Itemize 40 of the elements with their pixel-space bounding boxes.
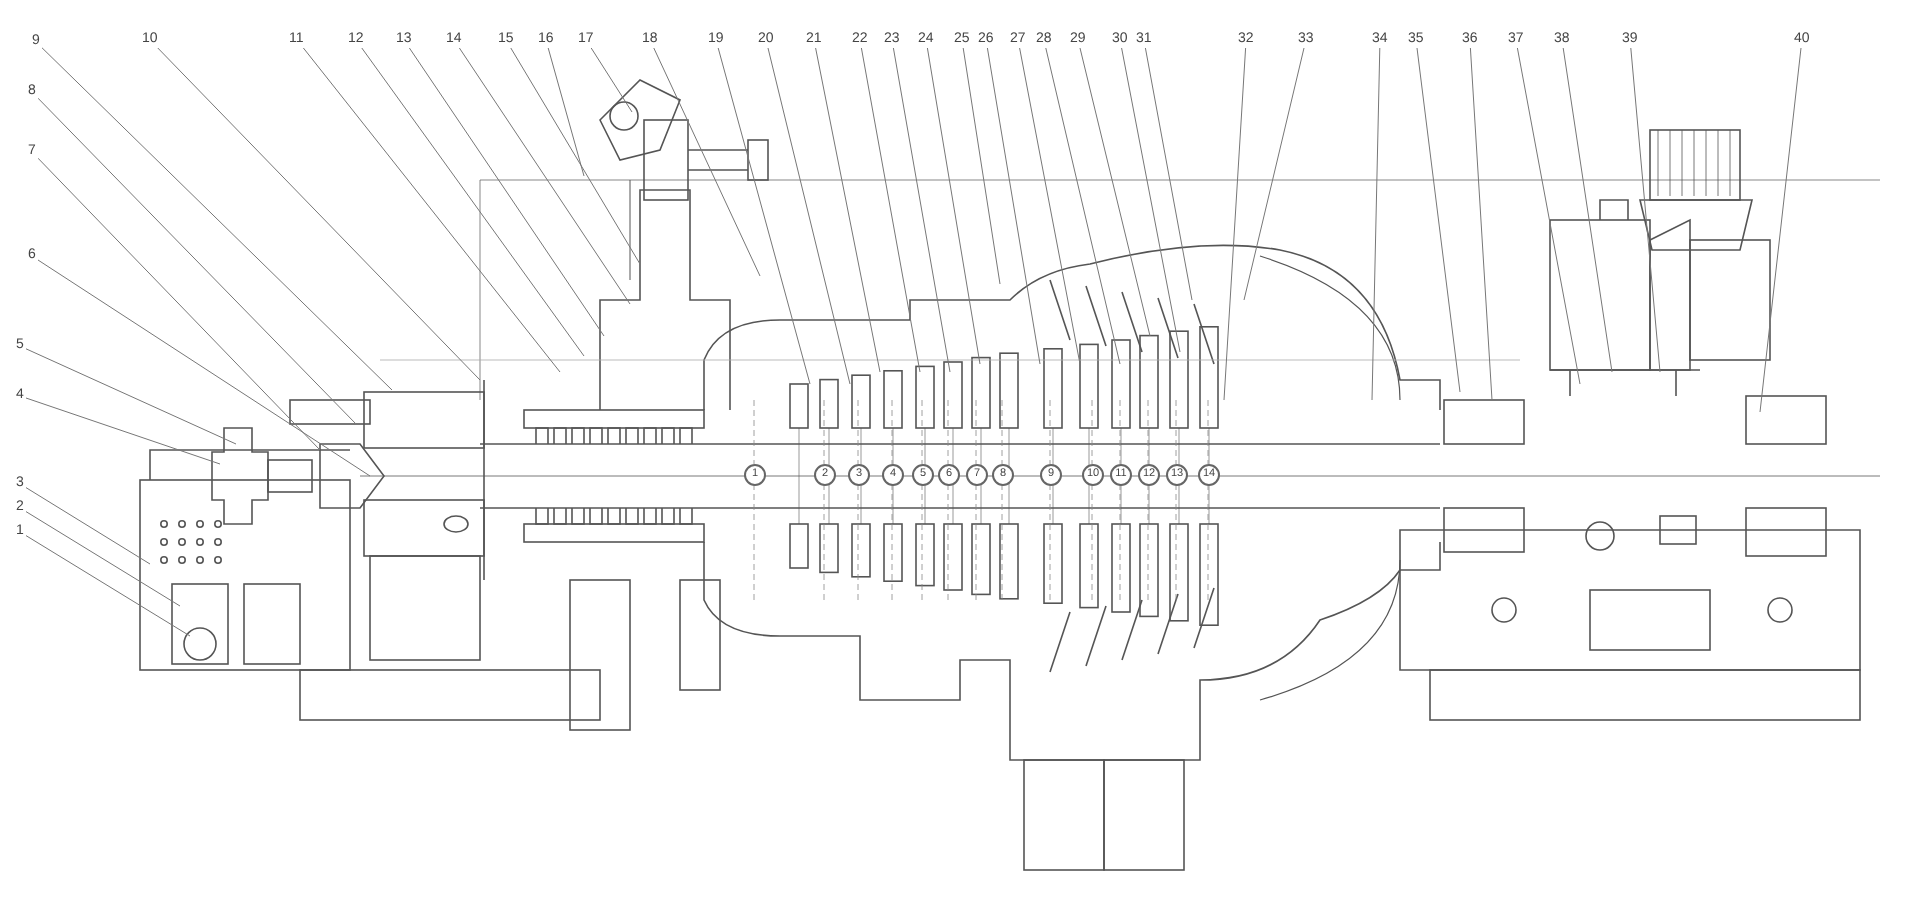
leader-line: [157, 47, 481, 381]
leader-line: [1121, 47, 1181, 353]
leader-line: [1416, 47, 1461, 393]
leader-line: [926, 47, 981, 365]
leader-line: [590, 47, 633, 113]
leader-line: [547, 47, 585, 177]
leader-line: [1223, 47, 1247, 401]
leader-line: [892, 47, 951, 373]
leader-line: [653, 47, 761, 277]
leader-line: [408, 47, 605, 337]
leader-line: [361, 47, 585, 357]
leader-line: [962, 47, 1001, 285]
leader-line: [1144, 47, 1193, 301]
leader-line: [1469, 47, 1493, 401]
leader-line: [25, 511, 181, 607]
leader-line: [25, 348, 237, 445]
leader-line: [860, 47, 921, 373]
leader-line: [815, 47, 881, 373]
leader-line: [41, 47, 393, 391]
leader-line: [1019, 47, 1081, 365]
leader-line: [717, 47, 811, 385]
leader-line: [37, 157, 321, 451]
leader-line: [25, 487, 151, 565]
leader-line: [1562, 47, 1613, 373]
leader-line: [1079, 47, 1151, 337]
leader-line: [1371, 47, 1381, 401]
leader-line: [1759, 47, 1802, 413]
leader-line: [986, 47, 1041, 365]
leader-line: [767, 47, 851, 385]
leader-line: [1243, 47, 1305, 301]
leader-line: [1516, 47, 1581, 385]
leader-line: [458, 47, 631, 305]
leader-line: [302, 47, 561, 373]
leader-line: [37, 97, 357, 425]
leader-line: [37, 259, 371, 477]
leader-line: [25, 397, 221, 465]
leader-line: [25, 535, 191, 637]
leader-line: [1045, 47, 1121, 365]
leader-line: [1630, 47, 1661, 373]
leader-line: [510, 47, 641, 265]
